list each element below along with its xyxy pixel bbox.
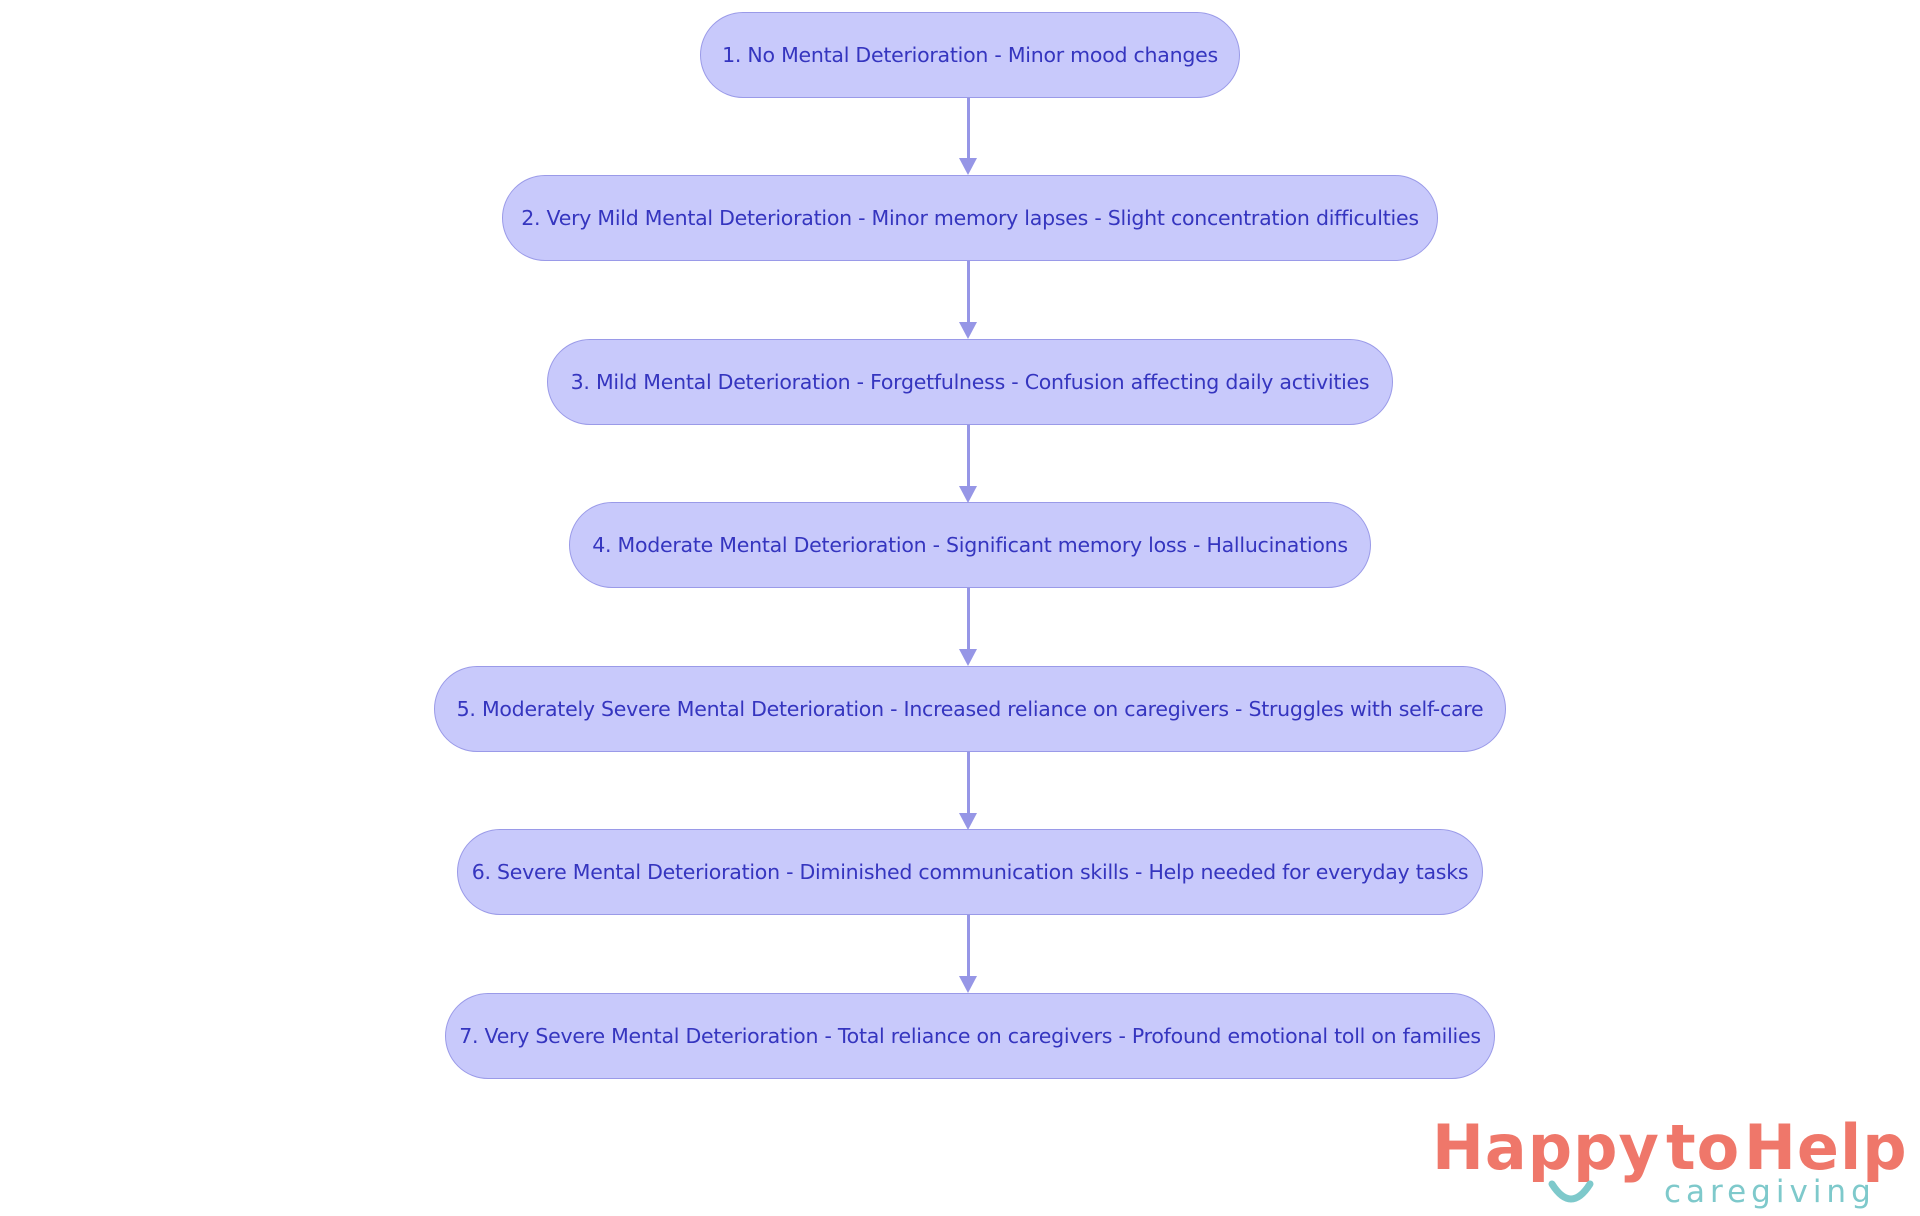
stage-5-node: 5. Moderately Severe Mental Deterioratio… bbox=[434, 666, 1506, 752]
stage-7-label: 7. Very Severe Mental Deterioration - To… bbox=[459, 1024, 1481, 1048]
stage-4-node: 4. Moderate Mental Deterioration - Signi… bbox=[569, 502, 1371, 588]
arrowhead-1-2 bbox=[959, 158, 977, 175]
connector-2-3 bbox=[966, 261, 970, 323]
logo-word-to: to bbox=[1666, 1111, 1741, 1184]
logo-subtitle: caregiving bbox=[1664, 1174, 1876, 1210]
arrowhead-6-7 bbox=[959, 976, 977, 993]
stage-1-node: 1. No Mental Deterioration - Minor mood … bbox=[700, 12, 1240, 98]
connector-4-5 bbox=[966, 588, 970, 650]
logo-word-help: Help bbox=[1744, 1111, 1908, 1184]
stage-5-label: 5. Moderately Severe Mental Deterioratio… bbox=[456, 697, 1484, 721]
stage-4-label: 4. Moderate Mental Deterioration - Signi… bbox=[592, 533, 1348, 557]
logo-word-happy: Happy bbox=[1432, 1111, 1660, 1184]
arrowhead-4-5 bbox=[959, 649, 977, 666]
stage-3-node: 3. Mild Mental Deterioration - Forgetful… bbox=[547, 339, 1393, 425]
connector-5-6 bbox=[966, 752, 970, 814]
stage-1-label: 1. No Mental Deterioration - Minor mood … bbox=[722, 43, 1218, 67]
stage-3-label: 3. Mild Mental Deterioration - Forgetful… bbox=[570, 370, 1370, 394]
connector-6-7 bbox=[966, 915, 970, 977]
smile-icon bbox=[1548, 1180, 1594, 1203]
connector-1-2 bbox=[966, 98, 970, 160]
stage-7-node: 7. Very Severe Mental Deterioration - To… bbox=[445, 993, 1495, 1079]
stage-6-node: 6. Severe Mental Deterioration - Diminis… bbox=[457, 829, 1483, 915]
connector-3-4 bbox=[966, 425, 970, 487]
stage-2-node: 2. Very Mild Mental Deterioration - Mino… bbox=[502, 175, 1438, 261]
stage-2-label: 2. Very Mild Mental Deterioration - Mino… bbox=[521, 206, 1419, 230]
happy-to-help-logo: Happy to Help caregiving bbox=[1428, 1108, 1907, 1216]
arrowhead-2-3 bbox=[959, 322, 977, 339]
arrowhead-5-6 bbox=[959, 813, 977, 830]
stage-6-label: 6. Severe Mental Deterioration - Diminis… bbox=[471, 860, 1469, 884]
arrowhead-3-4 bbox=[959, 486, 977, 503]
